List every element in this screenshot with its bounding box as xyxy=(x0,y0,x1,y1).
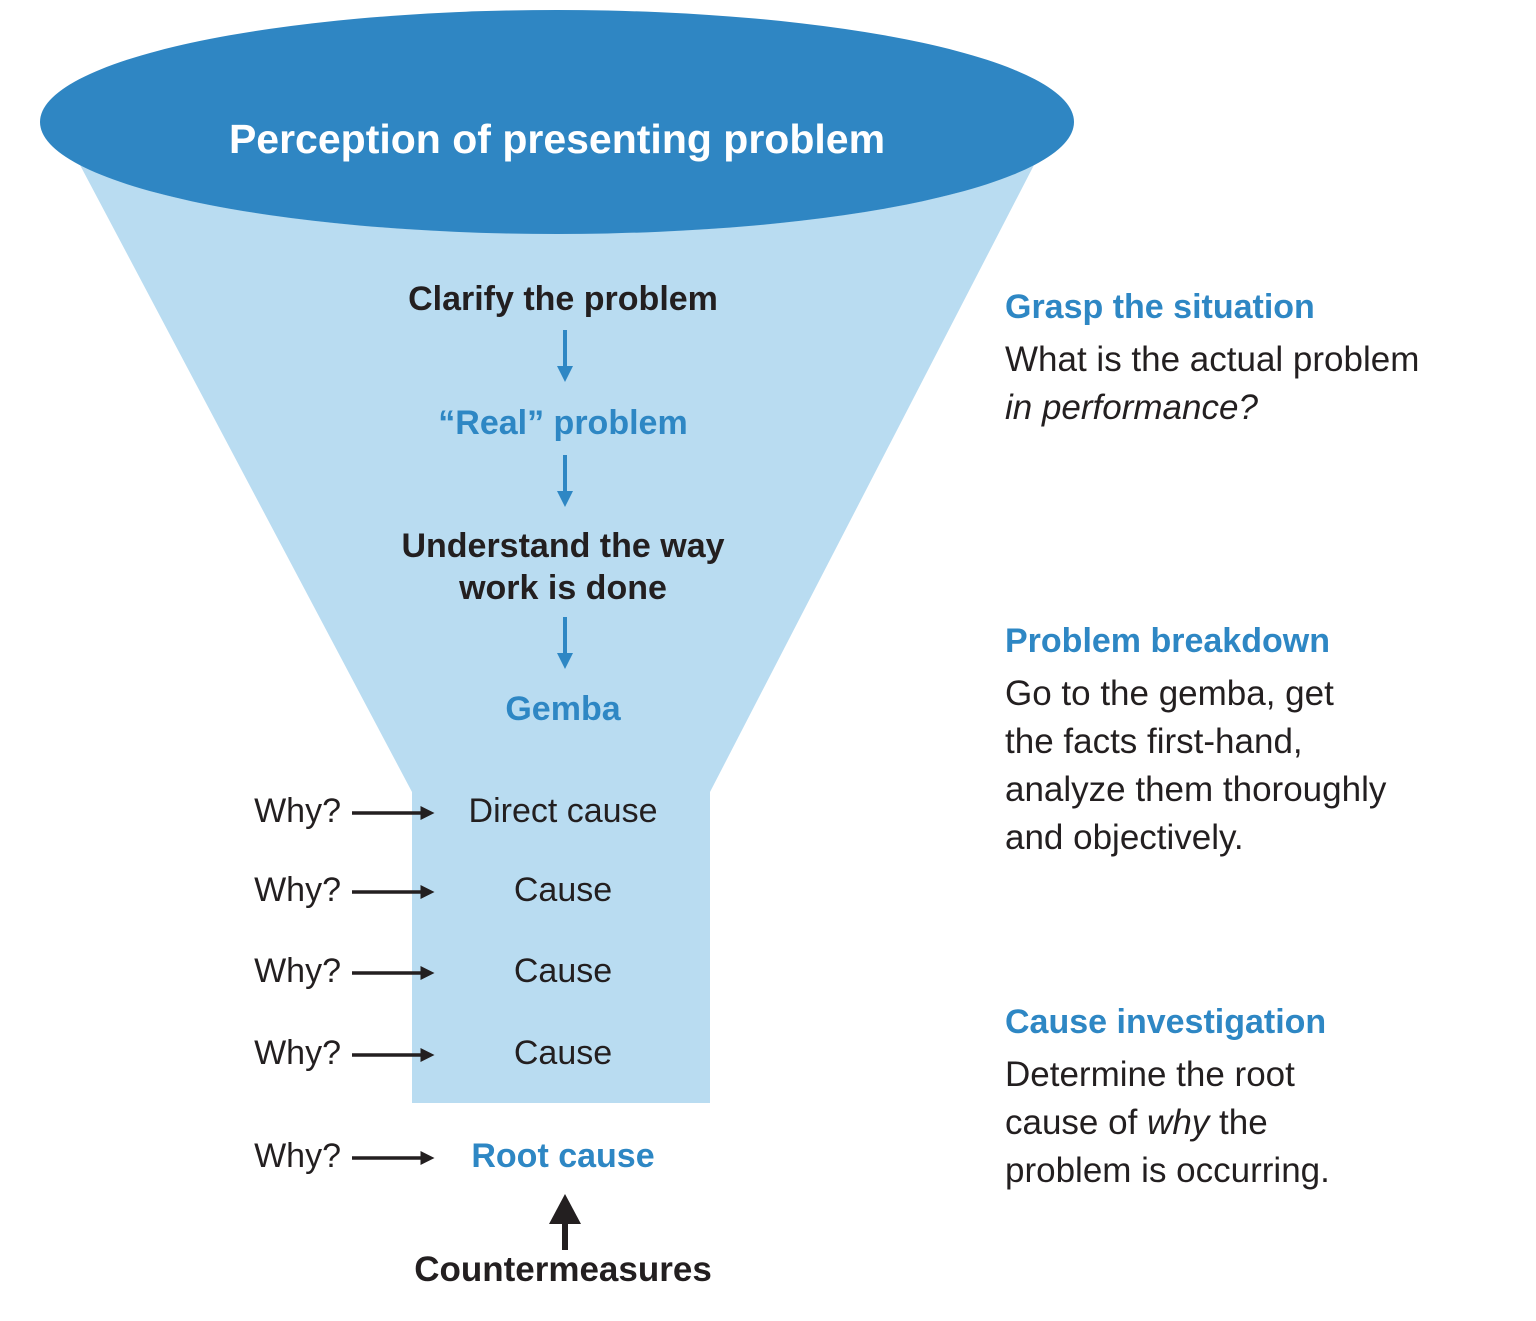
why-label-5: Why? xyxy=(254,1137,341,1175)
step-gemba: Gemba xyxy=(505,690,621,728)
why-label-3: Why? xyxy=(254,952,341,990)
problem-breakdown-title: Problem breakdown xyxy=(1005,622,1330,660)
cause-investigation-title: Cause investigation xyxy=(1005,1003,1327,1041)
countermeasures-arrow-head xyxy=(549,1194,581,1224)
root-cause-label: Root cause xyxy=(471,1137,655,1175)
cause-label-1: Cause xyxy=(513,871,613,909)
step-real-problem: “Real” problem xyxy=(438,404,688,442)
why-label-1: Why? xyxy=(254,792,341,830)
why-label-2: Why? xyxy=(254,871,341,909)
funnel-title: Perception of presenting problem xyxy=(228,116,886,162)
cause-label-2: Cause xyxy=(513,952,613,990)
step-clarify-problem: Clarify the problem xyxy=(408,280,718,318)
cause-label-3: Cause xyxy=(513,1034,613,1072)
countermeasures-label: Countermeasures xyxy=(414,1250,712,1289)
why-label-4: Why? xyxy=(254,1034,341,1072)
grasp-situation-title: Grasp the situation xyxy=(1005,288,1315,326)
direct-cause-label: Direct cause xyxy=(468,792,658,830)
